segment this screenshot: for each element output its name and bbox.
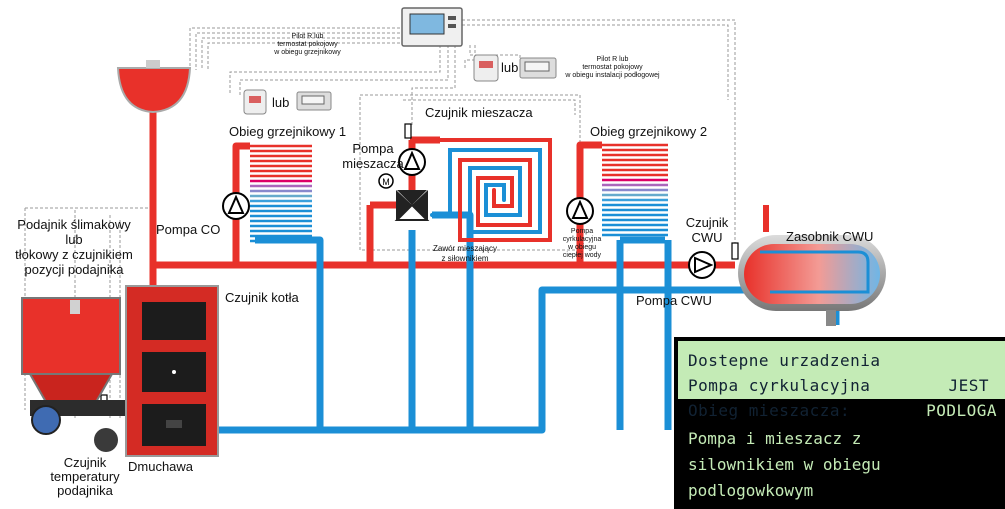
label-lub-2: lub: [501, 60, 519, 75]
lcd-description: Pompa i mieszacz z silownikiem w obiegu …: [678, 421, 1005, 509]
label-pilot-left: Pilot R lub termostat pokojowy w obiegu …: [274, 33, 341, 56]
floor-heating-icon: [430, 138, 552, 242]
label-lub-1: lub: [272, 95, 290, 110]
lcd-screen: Dostepne urzadzenia Pompa cyrkulacyjna J…: [678, 341, 1005, 509]
expansion-tank-icon: [116, 60, 192, 114]
pellet-hopper-icon: [21, 297, 130, 452]
radiator-icon: [602, 143, 668, 237]
label-boiler-sensor: Czujnik kotła: [225, 290, 299, 305]
boiler-icon: [125, 285, 219, 457]
lcd-row1-value: JEST: [948, 376, 989, 395]
label-feeder-sensor: Czujnik temperatury podajnika: [50, 455, 120, 498]
label-mixer-sensor: Czujnik mieszacza: [425, 105, 533, 120]
label-feeder: Podajnik ślimakowy lub tłokowy z czujnik…: [15, 217, 133, 277]
lcd-desc-line: Pompa i mieszacz z: [688, 429, 862, 448]
controller-icon: [401, 7, 463, 47]
label-cwu-pump: Pompa CWU: [636, 293, 712, 308]
pump-icon: [222, 148, 716, 279]
lcd-display: Dostepne urzadzenia Pompa cyrkulacyjna J…: [674, 337, 1005, 509]
label-co-pump: Pompa CO: [156, 222, 221, 237]
label-cwu-tank: Zasobnik CWU: [786, 229, 874, 244]
label-mixer-pump: Pompa mieszacza: [342, 141, 404, 171]
lcd-row-circulation-pump: Pompa cyrkulacyjna JEST: [688, 376, 997, 395]
radiator-icon: [250, 144, 312, 243]
label-circ-pump: Pompa cyrkulacyjna w obiegu ciepłej wody: [562, 228, 602, 259]
label-pilot-right: Pilot R lub termostat pokojowy w obiegu …: [565, 56, 660, 79]
lcd-row1-label: Pompa cyrkulacyjna: [688, 376, 871, 395]
room-thermostat-icon: [243, 54, 557, 115]
lcd-row2-label: Obieg mieszacza:: [688, 401, 851, 420]
lcd-row-mixer-circuit[interactable]: [678, 399, 1005, 421]
lcd-desc-line: silownikiem w obiegu: [688, 455, 881, 474]
label-circuit-2: Obieg grzejnikowy 2: [590, 124, 708, 139]
lcd-title: Dostepne urzadzenia: [688, 351, 881, 370]
hot-water-tank-icon: [738, 235, 886, 326]
label-cwu-sensor: Czujnik CWU: [685, 215, 729, 245]
label-circuit-1: Obieg grzejnikowy 1: [229, 124, 347, 139]
label-valve: Zawór mieszający z siłownikiem: [432, 244, 497, 263]
label-blower: Dmuchawa: [128, 459, 194, 474]
mixing-valve-icon: M: [378, 173, 430, 221]
lcd-desc-line: podlogowkowym: [688, 481, 814, 500]
lcd-row2-value: PODLOGA: [926, 401, 997, 420]
svg-text:M: M: [382, 177, 390, 187]
